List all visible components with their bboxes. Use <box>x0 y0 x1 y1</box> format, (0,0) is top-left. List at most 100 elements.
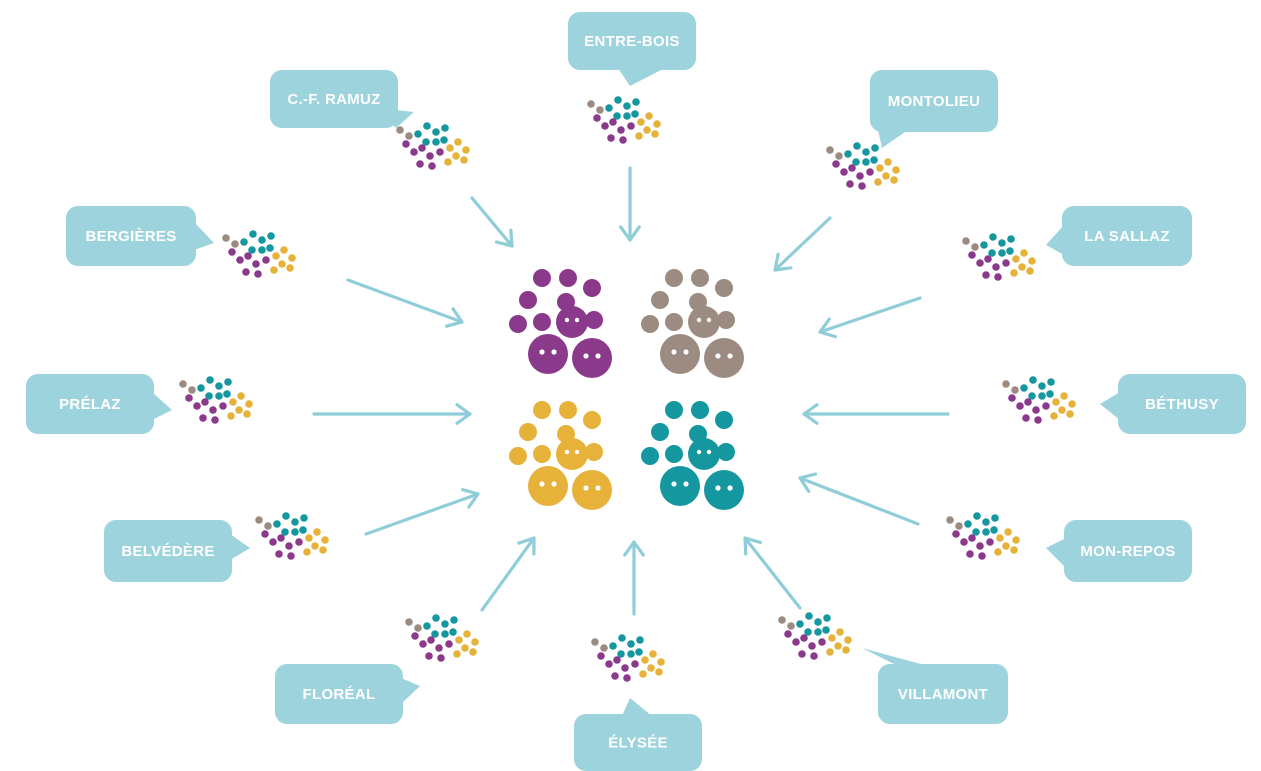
student-dot <box>1022 414 1030 422</box>
student-dot <box>972 528 980 536</box>
student-dot <box>890 176 898 184</box>
student-dot <box>299 526 307 534</box>
eye <box>671 349 677 355</box>
school-label-villamont: VILLAMONT <box>898 686 988 703</box>
student-dot <box>798 650 806 658</box>
student-dot <box>998 249 1006 257</box>
student-dot <box>787 622 795 630</box>
student-dot <box>665 445 683 463</box>
student-dot <box>441 620 449 628</box>
student-face <box>704 470 744 510</box>
student-dot <box>978 552 986 560</box>
eye <box>683 349 689 355</box>
student-dot <box>1012 255 1020 263</box>
student-dot <box>199 414 207 422</box>
arrow-entre-bois <box>619 166 641 242</box>
student-dot <box>884 158 892 166</box>
student-dot <box>228 248 236 256</box>
student-dot <box>988 249 996 257</box>
cluster-floreal <box>405 614 479 662</box>
student-dot <box>272 252 280 260</box>
student-dot <box>533 401 551 419</box>
student-dot <box>280 246 288 254</box>
eye <box>715 353 721 359</box>
student-dot <box>469 648 477 656</box>
student-dot <box>862 158 870 166</box>
student-dot <box>990 526 998 534</box>
student-dot <box>1052 398 1060 406</box>
student-dot <box>248 246 256 254</box>
student-dot <box>627 650 635 658</box>
school-label-bethusy: BÉTHUSY <box>1145 396 1219 413</box>
student-dot <box>278 260 286 268</box>
student-dot <box>814 628 822 636</box>
cluster-montolieu <box>826 142 900 190</box>
student-dot <box>643 126 651 134</box>
student-dot <box>635 132 643 140</box>
student-dot <box>627 640 635 648</box>
student-dot <box>778 616 786 624</box>
student-dot <box>227 412 235 420</box>
student-dot <box>266 244 274 252</box>
student-dot <box>414 624 422 632</box>
school-label-bergieres: BERGIÈRES <box>85 228 176 245</box>
student-dot <box>229 398 237 406</box>
student-dot <box>440 136 448 144</box>
student-dot <box>462 146 470 154</box>
student-dot <box>986 538 994 546</box>
student-dot <box>636 636 644 644</box>
student-dot <box>980 241 988 249</box>
cluster-elysee <box>591 634 665 682</box>
student-dot <box>691 269 709 287</box>
eye <box>706 317 712 323</box>
student-dot <box>243 410 251 418</box>
student-dot <box>804 628 812 636</box>
center-group-purple <box>509 269 612 378</box>
student-dot <box>1020 384 1028 392</box>
center-group-gold <box>509 401 612 510</box>
arrow-prelaz <box>312 403 472 425</box>
student-dot <box>593 114 601 122</box>
student-dot <box>559 269 577 287</box>
student-dot <box>832 160 840 168</box>
student-dot <box>649 650 657 658</box>
student-dot <box>1066 410 1074 418</box>
student-dot <box>946 516 954 524</box>
student-dot <box>1038 392 1046 400</box>
student-dot <box>870 156 878 164</box>
student-dot <box>632 98 640 106</box>
student-dot <box>583 279 601 297</box>
eye <box>595 353 601 359</box>
student-dot <box>597 652 605 660</box>
student-dot <box>428 162 436 170</box>
student-dot <box>1002 542 1010 550</box>
student-dot <box>426 152 434 160</box>
cluster-villamont <box>778 612 852 660</box>
student-dot <box>432 138 440 146</box>
student-dot <box>197 384 205 392</box>
student-dot <box>1020 249 1028 257</box>
arrow-la-sallaz <box>818 296 922 339</box>
student-dot <box>998 239 1006 247</box>
student-dot <box>834 642 842 650</box>
student-dot <box>968 534 976 542</box>
student-dot <box>665 401 683 419</box>
center-groups <box>509 269 744 510</box>
student-dot <box>691 401 709 419</box>
student-dot <box>418 144 426 152</box>
student-dot <box>305 534 313 542</box>
student-dot <box>842 646 850 654</box>
student-dot <box>1046 390 1054 398</box>
student-dot <box>882 172 890 180</box>
student-dot <box>994 273 1002 281</box>
eye <box>574 317 580 323</box>
eye <box>539 349 545 355</box>
student-dot <box>1050 412 1058 420</box>
student-dot <box>800 634 808 642</box>
student-dot <box>984 255 992 263</box>
student-dot <box>1042 402 1050 410</box>
student-dot <box>269 538 277 546</box>
student-dot <box>989 233 997 241</box>
student-dot <box>277 534 285 542</box>
